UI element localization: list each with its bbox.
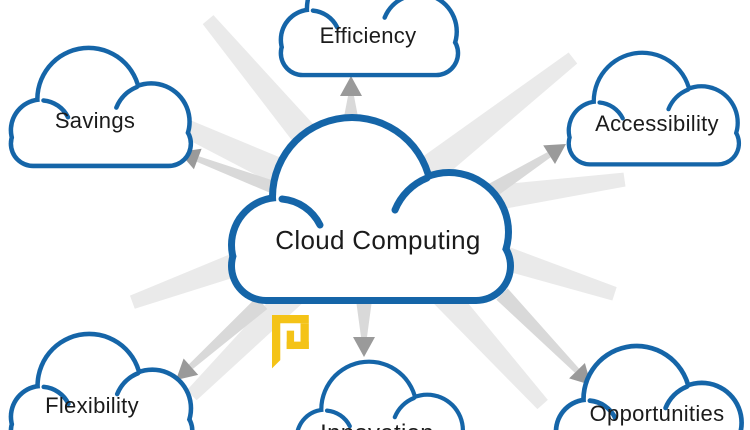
label-innovation: Innovation: [320, 422, 434, 430]
arrow-to-innovation: [353, 300, 375, 357]
label-accessibility: Accessibility: [595, 111, 719, 136]
arrow-to-flexibility: [176, 297, 268, 380]
watermark-logo-icon: [272, 315, 309, 369]
label-opportunities: Opportunities: [589, 401, 725, 426]
arrow-to-accessibility: [480, 144, 566, 202]
cloud-savings: [9, 46, 193, 169]
label-cloud-computing: Cloud Computing: [275, 225, 481, 255]
cloud-accessibility: [567, 51, 741, 167]
label-efficiency: Efficiency: [319, 23, 417, 48]
label-savings: Savings: [54, 108, 136, 133]
label-flexibility: Flexibility: [45, 393, 139, 418]
